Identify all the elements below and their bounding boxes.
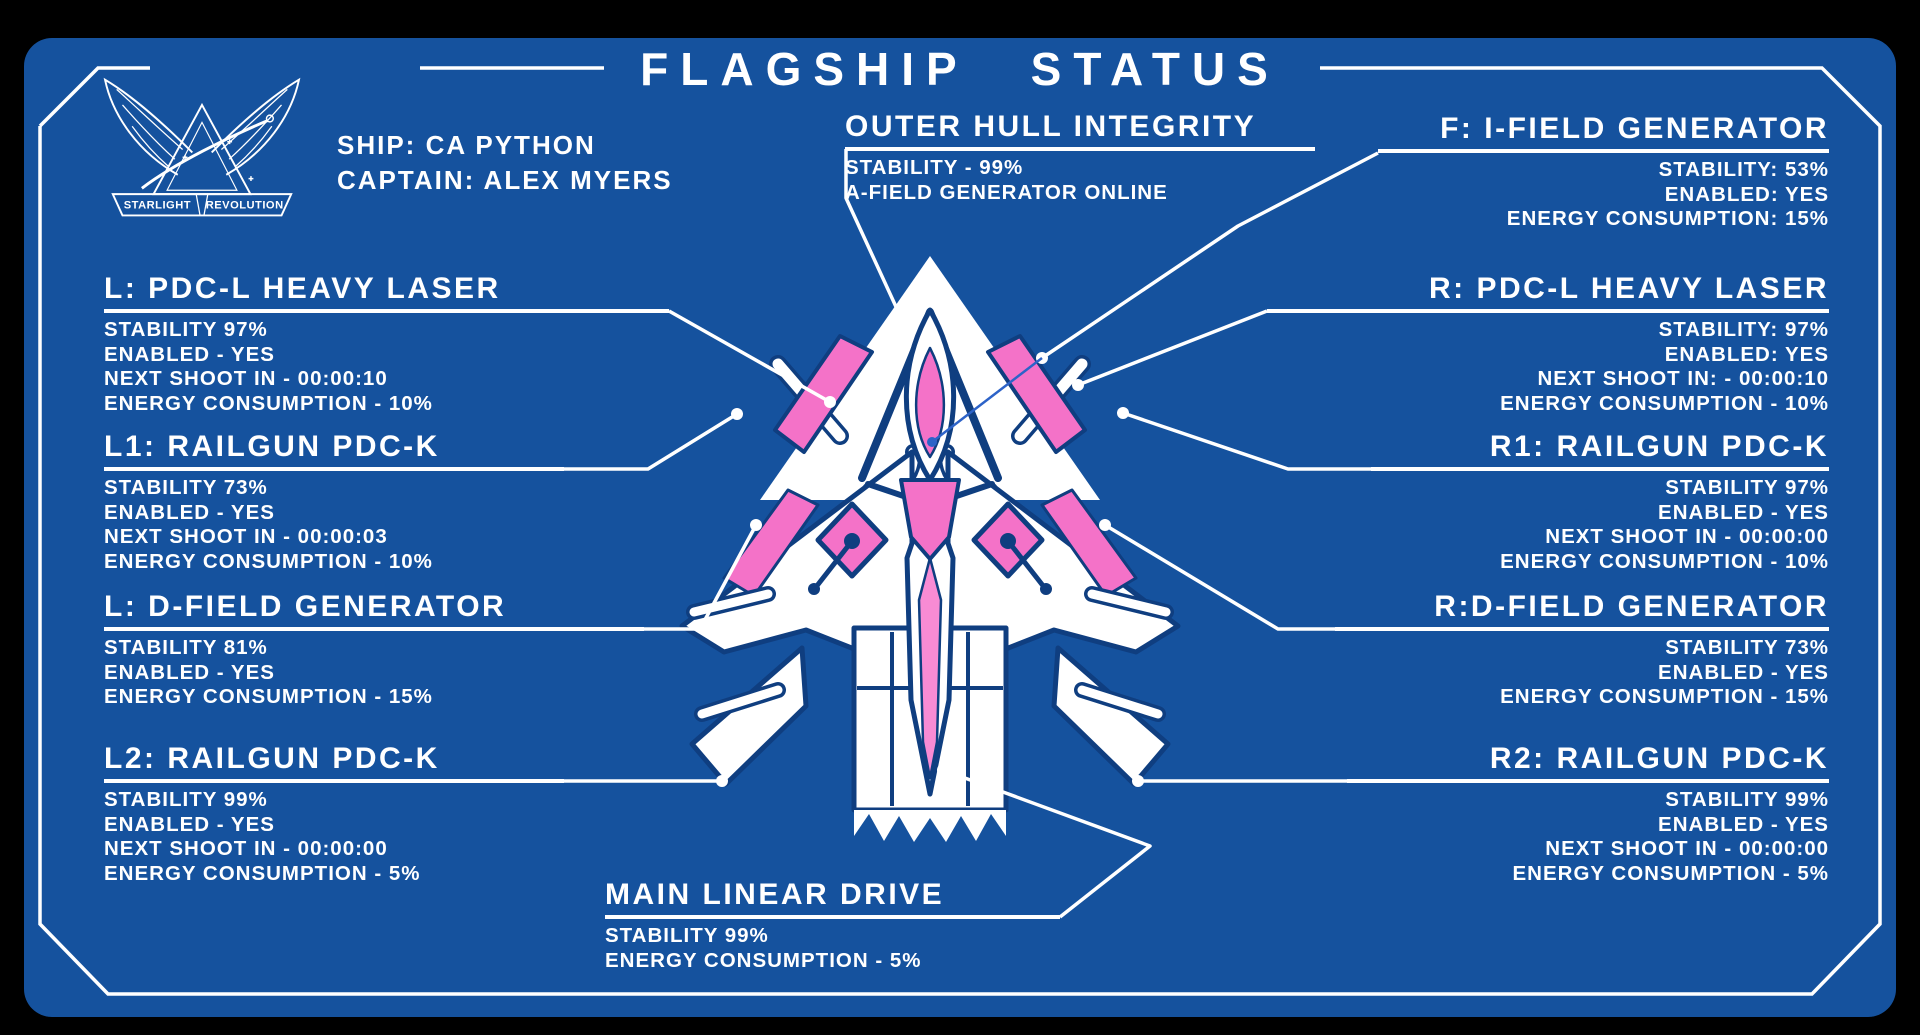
connector-r1 bbox=[1122, 411, 1371, 471]
stat-line: STABILITY: 97% bbox=[1658, 318, 1829, 341]
stat-line: ENERGY CONSUMPTION - 5% bbox=[1512, 861, 1829, 885]
connector-f-ifield bbox=[1041, 151, 1379, 360]
stat-line: ENABLED - YES bbox=[104, 660, 275, 684]
panel-outer-hull: OUTER HULL INTEGRITY STABILITY - 99%A-FI… bbox=[845, 110, 1315, 205]
panel-title: L2: RAILGUN PDC-K bbox=[104, 742, 564, 783]
stat-line: ENERGY CONSUMPTION - 5% bbox=[605, 948, 922, 972]
stat-line: NEXT SHOOT IN - 00:00:03 bbox=[104, 525, 388, 548]
stat-line: ENABLED - YES bbox=[1658, 660, 1829, 684]
logo-wing-left bbox=[103, 77, 193, 176]
logo-text-revolution: REVOLUTION bbox=[206, 200, 284, 212]
connector-l1 bbox=[564, 412, 738, 471]
stat-line: NEXT SHOOT IN - 00:00:00 bbox=[1545, 525, 1829, 548]
stat-line: STABILITY 97% bbox=[1665, 476, 1829, 499]
ship-info: SHIP: CA PYTHON CAPTAIN: ALEX MYERS bbox=[337, 128, 673, 198]
stat-line: NEXT SHOOT IN - 00:00:00 bbox=[1545, 837, 1829, 860]
stat-line: STABILITY: 53% bbox=[1658, 158, 1829, 181]
targeting-line bbox=[927, 357, 1043, 447]
stat-line: ENABLED: YES bbox=[1664, 342, 1829, 366]
panel-l-dfield-generator: L: D-FIELD GENERATOR STABILITY 81%ENABLE… bbox=[104, 590, 644, 710]
panel-title: F: I-FIELD GENERATOR bbox=[1378, 112, 1829, 153]
stat-line: ENERGY CONSUMPTION - 15% bbox=[104, 685, 433, 708]
logo-wing-right bbox=[211, 77, 301, 176]
stat-line: ENERGY CONSUMPTION: 15% bbox=[1506, 207, 1829, 230]
connector-l-pdcl bbox=[668, 309, 831, 404]
connector-r-dfield bbox=[1104, 523, 1335, 631]
panel-title: R2: RAILGUN PDC-K bbox=[1347, 742, 1829, 783]
connector-r-pdcl bbox=[1077, 309, 1268, 387]
ship-diagram bbox=[682, 256, 1181, 842]
panel-title: R: PDC-L HEAVY LASER bbox=[1267, 272, 1829, 313]
stat-line: STABILITY 81% bbox=[104, 636, 268, 659]
logo-banner bbox=[111, 193, 293, 217]
starlight-revolution-logo: STARLIGHT REVOLUTION bbox=[103, 77, 301, 217]
stat-line: A-FIELD GENERATOR ONLINE bbox=[845, 180, 1168, 204]
logo-comet bbox=[140, 119, 269, 190]
panel-title: L: D-FIELD GENERATOR bbox=[104, 590, 644, 631]
panel-title: L: PDC-L HEAVY LASER bbox=[104, 272, 669, 313]
panel-f-ifield-generator: F: I-FIELD GENERATOR STABILITY: 53%ENABL… bbox=[1378, 112, 1829, 232]
stat-line: STABILITY 99% bbox=[104, 788, 268, 811]
panel-title: MAIN LINEAR DRIVE bbox=[605, 878, 1060, 919]
ship-eye-pod bbox=[971, 501, 1052, 595]
stat-line: ENABLED - YES bbox=[1658, 500, 1829, 524]
stat-line: ENERGY CONSUMPTION - 10% bbox=[104, 391, 433, 415]
panel-title: R1: RAILGUN PDC-K bbox=[1371, 430, 1829, 471]
stat-line: NEXT SHOOT IN - 00:00:00 bbox=[104, 837, 388, 860]
stat-line: STABILITY 99% bbox=[1665, 788, 1829, 811]
stat-line: ENABLED - YES bbox=[104, 500, 275, 524]
ship-name: SHIP: CA PYTHON bbox=[337, 130, 596, 160]
panel-l2-railgun: L2: RAILGUN PDC-K STABILITY 99%ENABLED -… bbox=[104, 742, 564, 886]
panel-r2-railgun: R2: RAILGUN PDC-K STABILITY 99%ENABLED -… bbox=[1347, 742, 1829, 886]
logo-triangle bbox=[151, 102, 253, 196]
stat-line: NEXT SHOOT IN - 00:00:10 bbox=[104, 367, 388, 390]
stat-line: ENERGY CONSUMPTION - 10% bbox=[1500, 549, 1829, 573]
stat-line: STABILITY 97% bbox=[104, 318, 268, 341]
stat-line: NEXT SHOOT IN: - 00:00:10 bbox=[1537, 367, 1829, 390]
panel-r-pdcl-heavy-laser: R: PDC-L HEAVY LASER STABILITY: 97%ENABL… bbox=[1267, 272, 1829, 416]
stat-line: STABILITY 99% bbox=[605, 924, 769, 947]
panel-main-linear-drive: MAIN LINEAR DRIVE STABILITY 99%ENERGY CO… bbox=[605, 878, 1060, 973]
page-title: FLAGSHIP STATUS bbox=[640, 43, 1280, 95]
frame-line bbox=[38, 66, 1882, 996]
connector-l-dfield bbox=[644, 524, 758, 631]
ship-pink-blade bbox=[986, 334, 1087, 454]
stat-line: ENERGY CONSUMPTION - 10% bbox=[1500, 391, 1829, 415]
stat-line: ENABLED - YES bbox=[104, 812, 275, 836]
panel-title: R:D-FIELD GENERATOR bbox=[1335, 590, 1829, 631]
stat-line: STABILITY 73% bbox=[104, 476, 268, 499]
stat-line: ENERGY CONSUMPTION - 5% bbox=[104, 861, 421, 885]
stat-line: ENABLED - YES bbox=[104, 342, 275, 366]
logo-text-starlight: STARLIGHT bbox=[124, 200, 191, 212]
stat-line: ENERGY CONSUMPTION - 10% bbox=[104, 549, 433, 573]
panel-title: OUTER HULL INTEGRITY bbox=[845, 110, 1315, 151]
panel-r1-railgun: R1: RAILGUN PDC-K STABILITY 97%ENABLED -… bbox=[1371, 430, 1829, 574]
captain-name: CAPTAIN: ALEX MYERS bbox=[337, 165, 673, 195]
panel-r-dfield-generator: R:D-FIELD GENERATOR STABILITY 73%ENABLED… bbox=[1335, 590, 1829, 710]
panel-title: L1: RAILGUN PDC-K bbox=[104, 430, 564, 471]
panel-l-pdcl-heavy-laser: L: PDC-L HEAVY LASER STABILITY 97%ENABLE… bbox=[104, 272, 669, 416]
stat-line: STABILITY - 99% bbox=[845, 156, 1024, 179]
stat-line: ENABLED: YES bbox=[1664, 182, 1829, 206]
stat-line: STABILITY 73% bbox=[1665, 636, 1829, 659]
connector-main-drive bbox=[942, 768, 1152, 919]
stat-line: ENABLED - YES bbox=[1658, 812, 1829, 836]
connector-lines bbox=[564, 149, 1379, 919]
panel-l1-railgun: L1: RAILGUN PDC-K STABILITY 73%ENABLED -… bbox=[104, 430, 564, 574]
connector-hull bbox=[844, 149, 905, 323]
stat-line: ENERGY CONSUMPTION - 15% bbox=[1500, 685, 1829, 708]
